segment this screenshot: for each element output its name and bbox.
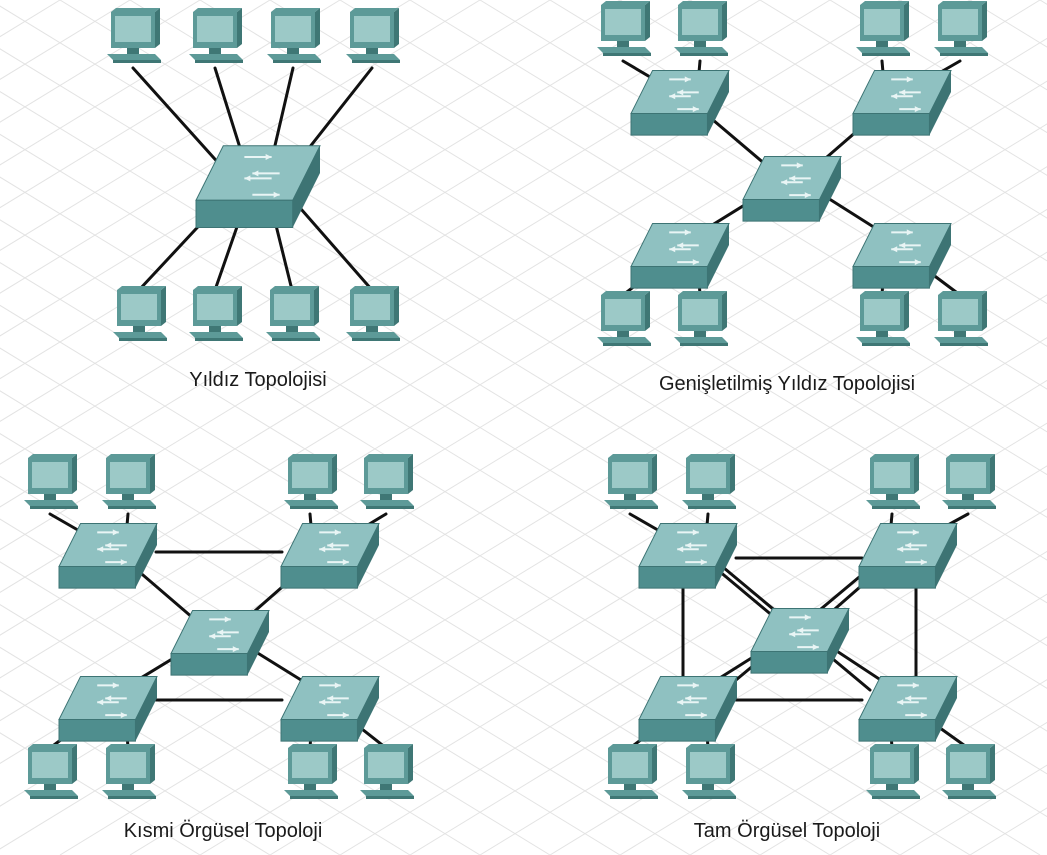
switch-icon	[630, 69, 730, 136]
switch-icon	[58, 522, 158, 589]
pc-icon	[604, 744, 658, 799]
pc-icon	[102, 454, 156, 509]
pc-icon	[866, 454, 920, 509]
pc-icon	[346, 286, 400, 341]
caption-partial-mesh-topology: Kısmi Örgüsel Topoloji	[123, 820, 323, 842]
pc-icon	[674, 1, 728, 56]
pc-icon	[284, 744, 338, 799]
pc-icon	[682, 454, 736, 509]
pc-icon	[856, 291, 910, 346]
switch-icon	[630, 222, 730, 289]
switch-icon	[852, 69, 952, 136]
switch-icon	[638, 675, 738, 742]
pc-icon	[102, 744, 156, 799]
switch-icon	[638, 522, 738, 589]
star-switch-icon	[195, 145, 321, 229]
pc-icon	[24, 454, 78, 509]
pc-icon	[942, 744, 996, 799]
pc-icon	[360, 744, 414, 799]
switch-icon	[280, 522, 380, 589]
pc-icon	[597, 1, 651, 56]
core-switch-icon	[742, 155, 842, 222]
caption-full-mesh-topology: Tam Örgüsel Topoloji	[693, 820, 881, 842]
pc-icon	[267, 8, 321, 63]
pc-icon	[934, 291, 988, 346]
pc-icon	[189, 8, 243, 63]
caption-extended-star-topology: Genişletilmiş Yıldız Topolojisi	[658, 373, 916, 395]
pc-icon	[24, 744, 78, 799]
caption-star-topology: Yıldız Topolojisi	[189, 369, 327, 391]
pc-icon	[597, 291, 651, 346]
pc-icon	[674, 291, 728, 346]
star-link	[131, 66, 224, 169]
switch-icon	[58, 675, 158, 742]
core-switch-icon	[170, 609, 270, 676]
pc-icon	[284, 454, 338, 509]
pc-icon	[346, 8, 400, 63]
switch-icon	[852, 222, 952, 289]
core-switch-icon	[750, 607, 850, 674]
pc-icon	[682, 744, 736, 799]
star-link	[292, 199, 374, 292]
pc-icon	[266, 286, 320, 341]
pc-icon	[604, 454, 658, 509]
pc-icon	[189, 286, 243, 341]
pc-icon	[866, 744, 920, 799]
switch-icon	[858, 522, 958, 589]
switch-icon	[858, 675, 958, 742]
pc-icon	[942, 454, 996, 509]
pc-icon	[360, 454, 414, 509]
pc-icon	[113, 286, 167, 341]
switch-icon	[280, 675, 380, 742]
pc-icon	[856, 1, 910, 56]
network-nodes	[24, 1, 996, 799]
pc-icon	[934, 1, 988, 56]
pc-icon	[107, 8, 161, 63]
